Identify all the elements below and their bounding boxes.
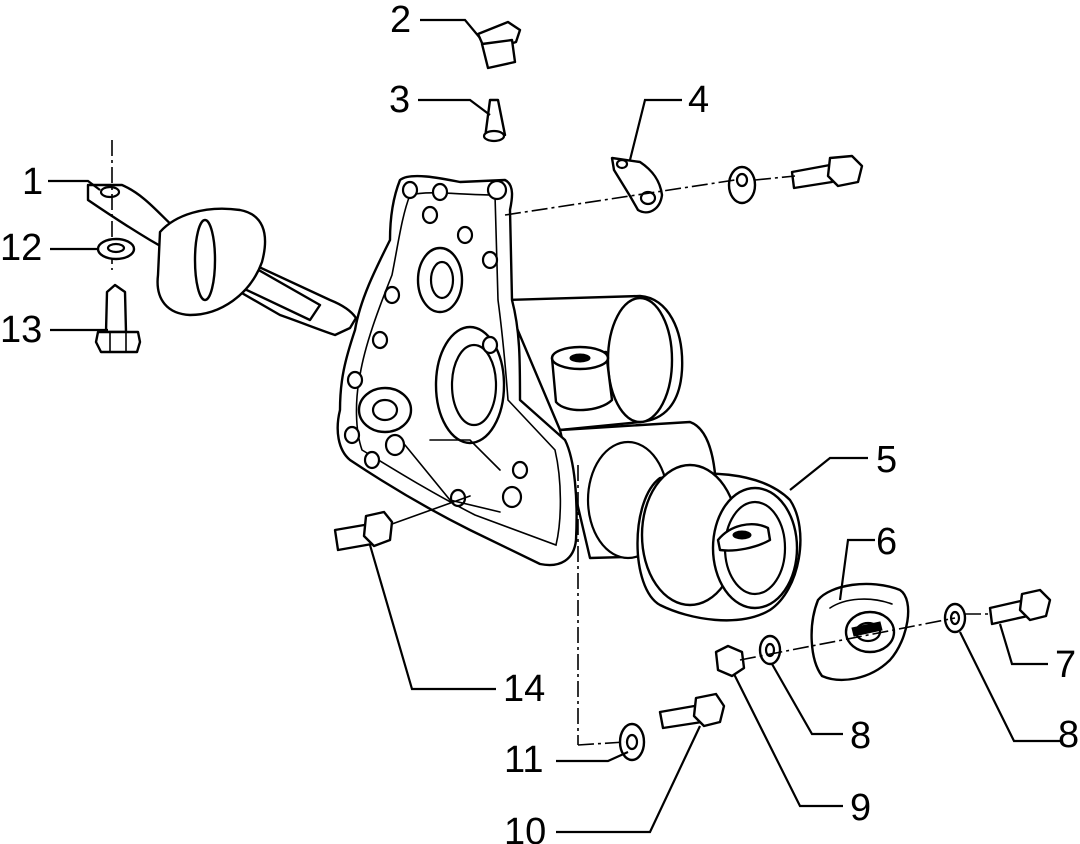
bolt-part-10 (658, 692, 726, 730)
callout-11: 11 (504, 739, 543, 781)
cover-part-6 (810, 582, 910, 682)
washer-part-12 (96, 237, 136, 261)
callout-8a: 8 (850, 715, 871, 757)
main-housing (336, 174, 718, 567)
callout-9: 9 (850, 787, 871, 829)
leader-lines (48, 18, 1060, 834)
callout-5: 5 (876, 439, 897, 481)
callout-3: 3 (389, 79, 410, 121)
linkage-arm-part-1 (86, 140, 358, 337)
callout-14: 14 (503, 668, 545, 710)
nut-part-9 (714, 644, 746, 678)
bleed-screw-part-2 (476, 20, 522, 70)
pin-part-3 (482, 98, 507, 143)
stud-bolt-part-14 (333, 510, 394, 552)
bolt-part-7 (988, 588, 1052, 626)
washer-part-11 (618, 722, 646, 762)
thermostat-part-5 (636, 463, 802, 622)
assembly-axes (391, 175, 990, 746)
callout-4: 4 (688, 79, 709, 121)
callout-10: 10 (504, 811, 546, 844)
washer-part-8a (758, 634, 782, 666)
callout-2: 2 (390, 0, 411, 41)
screw-part-13 (94, 283, 142, 354)
callout-1: 1 (22, 161, 43, 203)
callout-7: 7 (1055, 644, 1076, 686)
callout-6: 6 (876, 521, 897, 563)
callout-8b: 8 (1058, 714, 1079, 756)
callout-13: 13 (0, 309, 42, 351)
bracket-part-4 (610, 154, 864, 214)
callout-12: 12 (0, 227, 42, 269)
